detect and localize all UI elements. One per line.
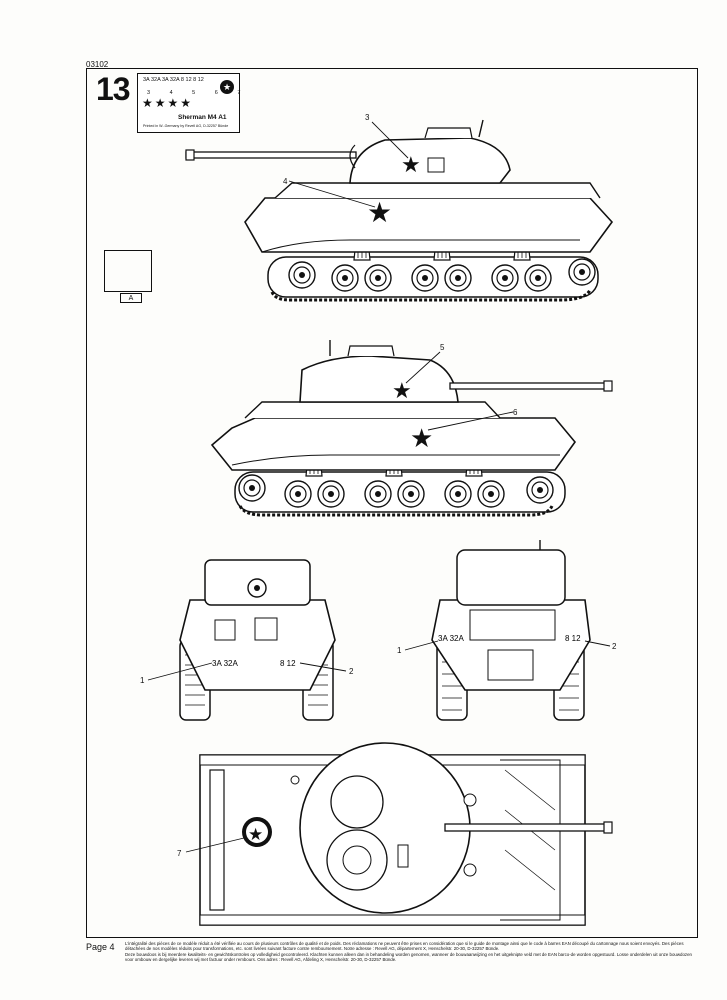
document-code: 03102 <box>86 60 109 69</box>
front-view: 3A 32A 8 12 <box>179 559 336 721</box>
decal-numbers: 3 4 5 6 7 <box>147 90 250 96</box>
svg-text:★: ★ <box>401 153 421 178</box>
step-number: 13 <box>96 71 131 107</box>
rear-marking-right: 8 12 <box>565 634 581 643</box>
callout-6: 6 <box>513 408 518 417</box>
footer-line-dutch: Deze bouwdoos is bij meerdere kwaliteits… <box>125 951 693 962</box>
page-label: Page 4 <box>86 942 115 952</box>
decal-roundel: ★ <box>220 80 234 94</box>
decal-print-note: Printed in W.-Germany by Revell AG, D-32… <box>143 124 229 128</box>
decal-codes: 3A 32A 3A 32A 8 12 8 12 <box>143 77 204 83</box>
rear-marking-left: 3A 32A <box>438 634 464 643</box>
callout-5: 5 <box>440 343 445 352</box>
callouts: 3 4 5 6 1 2 1 2 7 <box>140 113 617 858</box>
callout-1-rear: 1 <box>397 646 402 655</box>
rear-view: 3A 32A 8 12 <box>431 540 591 721</box>
front-marking-right: 8 12 <box>280 659 296 668</box>
svg-text:★: ★ <box>410 424 433 454</box>
decal-stars: ★★★★ <box>142 96 194 110</box>
footer-legal-text: L'intégralité des pièces de ce modèle ré… <box>125 941 695 962</box>
instruction-frame <box>86 68 698 938</box>
front-marking-left: 3A 32A <box>212 659 238 668</box>
svg-text:★: ★ <box>367 196 392 229</box>
paint-swatch <box>104 250 152 292</box>
callout-2-rear: 2 <box>612 642 617 651</box>
paint-code: A <box>120 293 142 303</box>
svg-text:★: ★ <box>392 379 412 404</box>
leader-lines <box>147 121 611 853</box>
callout-3: 3 <box>365 113 370 122</box>
callout-2-front: 2 <box>349 667 354 676</box>
side-view-left: ★ ★ <box>185 119 614 302</box>
top-view: ★ <box>199 742 613 926</box>
callout-4: 4 <box>283 177 288 186</box>
decal-sheet-panel: 3A 32A 3A 32A 8 12 8 12 3 4 5 6 7 ★★★★ ★… <box>137 73 240 133</box>
svg-text:★: ★ <box>248 825 263 845</box>
footer-line-french: L'intégralité des pièces de ce modèle ré… <box>125 941 684 952</box>
callout-7: 7 <box>177 849 182 858</box>
callout-1-front: 1 <box>140 676 145 685</box>
decal-title: Sherman M4 A1 <box>178 114 227 121</box>
side-view-right: ★ ★ <box>210 340 613 517</box>
